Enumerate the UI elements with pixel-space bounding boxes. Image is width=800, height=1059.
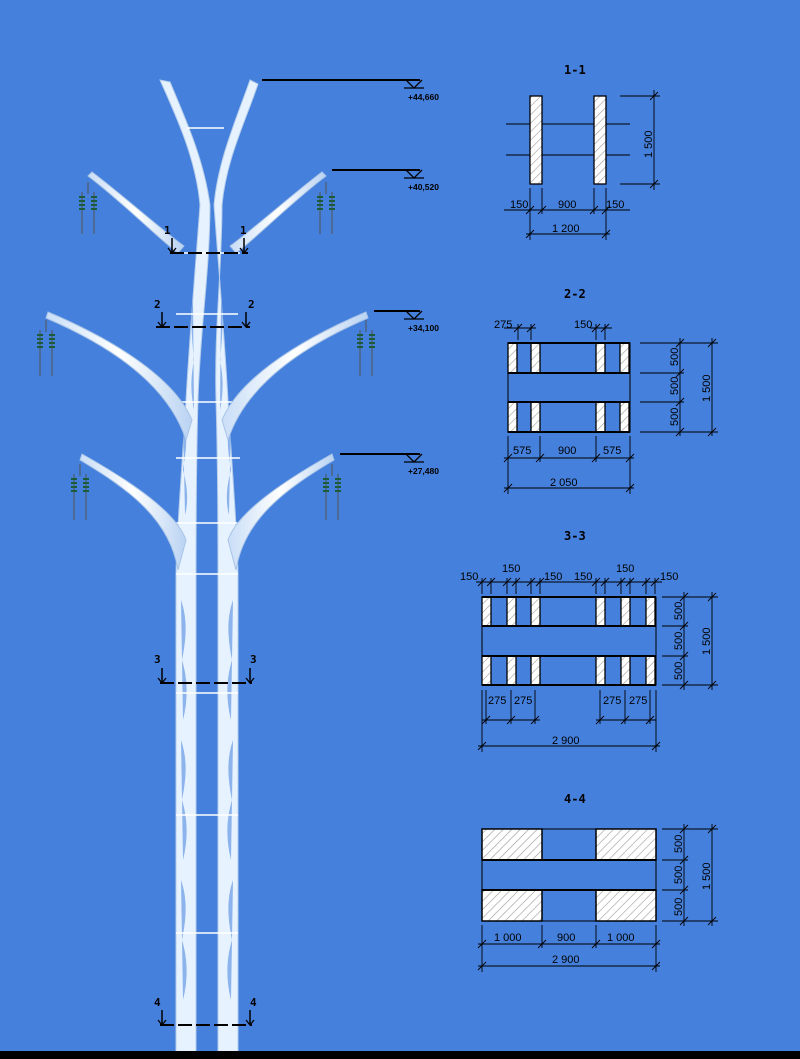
s2-dim-900: 900 [558,445,576,457]
s4-dim-500-top: 500 [673,835,685,853]
s3-dim-500-top: 500 [673,602,685,620]
section-3-3-title: 3-3 [564,529,586,543]
cut-mark-3-left: 3 [154,653,161,666]
cut-mark-3-right: 3 [250,653,257,666]
s3-dim-150-5: 150 [616,563,634,575]
s2-dim-2050: 2 050 [550,477,578,489]
section-1-1-title: 1-1 [564,63,586,77]
struts [170,127,246,934]
insulators [37,182,375,520]
s4-dim-500-bot: 500 [673,898,685,916]
elevation-markers [262,79,424,463]
s4-dim-900: 900 [557,932,575,944]
s2-dim-275: 275 [494,319,512,331]
arm-right-2 [221,311,369,442]
cut-mark-2-left: 2 [154,298,161,311]
section-1-1: 1-1 150 900 150 1 200 1 500 [504,63,660,240]
elevation-label-4: +27,480 [408,466,439,476]
section-2-2-title: 2-2 [564,287,586,301]
cut-mark-4-right: 4 [250,996,257,1009]
elevation-label-1: +44,660 [408,92,439,102]
s4-dim-2900: 2 900 [552,954,580,966]
cut-mark-1-right: 1 [240,224,247,237]
cut-lines [156,238,252,1026]
s3-dim-150-2: 150 [502,563,520,575]
s4-dim-1000-right: 1 000 [607,932,635,944]
s3-dim-275-2: 275 [514,695,532,707]
s3-dim-275-1: 275 [488,695,506,707]
s3-dim-275-3: 275 [603,695,621,707]
cut-mark-1-left: 1 [164,224,171,237]
s1-dim-150-left: 150 [510,199,528,211]
tower-column-left [159,79,211,1053]
arm-right-1 [229,171,327,254]
s3-dim-1500: 1 500 [701,627,713,655]
s1-dim-900: 900 [558,199,576,211]
section-3-3: 3-3 [460,529,718,752]
s3-dim-150-1: 150 [460,571,478,583]
s1-dim-150-right: 150 [606,199,624,211]
s3-dim-275-4: 275 [629,695,647,707]
s4-dim-1500: 1 500 [701,862,713,890]
section-4-4: 4-4 1 000 900 1 000 2 900 500 500 [477,792,718,972]
s2-dim-575-right: 575 [603,445,621,457]
s3-dim-2900: 2 900 [552,735,580,747]
s3-dim-500-bot: 500 [673,662,685,680]
s3-dim-150-3: 150 [544,571,562,583]
s2-dim-575-left: 575 [513,445,531,457]
s2-dim-1500: 1 500 [701,374,713,402]
section-2-2: 2-2 [494,287,718,494]
s3-dim-150-4: 150 [574,571,592,583]
arm-left-1 [87,171,185,254]
s2-dim-500-bot: 500 [669,408,681,426]
s2-dim-150: 150 [574,319,592,331]
s1-dim-1500: 1 500 [643,130,655,158]
s2-dim-500-mid: 500 [669,377,681,395]
s3-dim-150-6: 150 [660,571,678,583]
s4-dim-1000-left: 1 000 [494,932,522,944]
arm-left-2 [45,311,193,442]
arm-left-3 [79,453,187,571]
cut-mark-4-left: 4 [154,996,161,1009]
s4-dim-500-mid: 500 [673,866,685,884]
arm-right-3 [227,453,335,571]
s1-dim-1200: 1 200 [552,223,580,235]
s2-dim-500-top: 500 [669,348,681,366]
section-4-4-title: 4-4 [564,792,586,806]
cut-mark-2-right: 2 [248,298,255,311]
bottom-bar [0,1051,800,1059]
elevation-label-2: +40,520 [408,182,439,192]
s3-dim-500-mid: 500 [673,632,685,650]
elevation-label-3: +34,100 [408,323,439,333]
